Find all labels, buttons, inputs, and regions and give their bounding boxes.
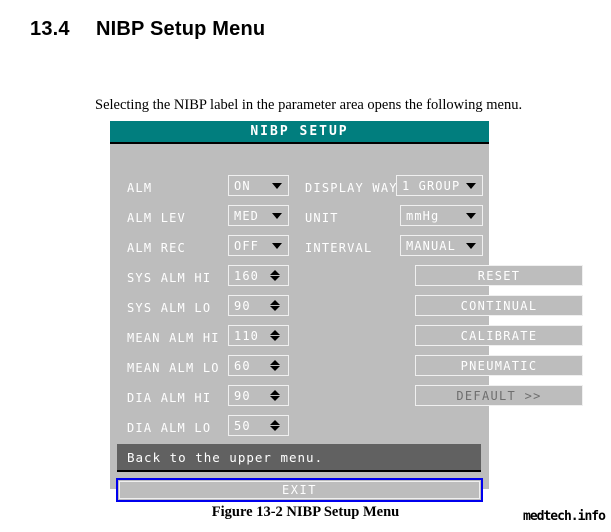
label-alm-lev: ALM LEV — [127, 211, 186, 225]
label-mean-alm-hi: MEAN ALM HI — [127, 331, 220, 345]
label-dia-alm-lo: DIA ALM LO — [127, 421, 212, 435]
exit-button-focus-ring: EXIT — [116, 478, 483, 502]
label-display-way: DISPLAY WAY — [305, 181, 398, 195]
alm-rec-value: OFF — [234, 238, 259, 253]
sys-alm-lo-stepper[interactable]: 90 — [228, 295, 289, 316]
up-down-arrows-icon[interactable] — [268, 420, 282, 431]
alm-value: ON — [234, 178, 251, 193]
label-interval: INTERVAL — [305, 241, 373, 255]
chevron-down-icon — [272, 242, 282, 249]
nibp-setup-dialog: NIBP SETUP ALM ALM LEV ALM REC SYS ALM H… — [110, 121, 583, 502]
dia-alm-lo-stepper[interactable]: 50 — [228, 415, 289, 436]
sys-alm-lo-value: 90 — [234, 298, 251, 313]
label-unit: UNIT — [305, 211, 339, 225]
dia-alm-hi-stepper[interactable]: 90 — [228, 385, 289, 406]
label-mean-alm-lo: MEAN ALM LO — [127, 361, 220, 375]
interval-dropdown[interactable]: MANUAL — [400, 235, 483, 256]
calibrate-button[interactable]: CALIBRATE — [415, 325, 583, 346]
dia-alm-hi-value: 90 — [234, 388, 251, 403]
dialog-title-text: NIBP SETUP — [250, 124, 349, 139]
alm-dropdown[interactable]: ON — [228, 175, 289, 196]
alm-lev-value: MED — [234, 208, 259, 223]
label-sys-alm-lo: SYS ALM LO — [127, 301, 212, 315]
intro-paragraph: Selecting the NIBP label in the paramete… — [95, 97, 523, 113]
sys-alm-hi-value: 160 — [234, 268, 259, 283]
section-number: 13.4 — [30, 18, 70, 40]
display-way-value: 1 GROUP — [402, 178, 461, 193]
interval-value: MANUAL — [406, 238, 456, 253]
dia-alm-lo-value: 50 — [234, 418, 251, 433]
mean-alm-hi-stepper[interactable]: 110 — [228, 325, 289, 346]
exit-button[interactable]: EXIT — [119, 481, 480, 499]
up-down-arrows-icon[interactable] — [268, 300, 282, 311]
continual-button[interactable]: CONTINUAL — [415, 295, 583, 316]
label-sys-alm-hi: SYS ALM HI — [127, 271, 212, 285]
unit-value: mmHg — [406, 208, 440, 223]
display-way-dropdown[interactable]: 1 GROUP — [396, 175, 483, 196]
label-dia-alm-hi: DIA ALM HI — [127, 391, 212, 405]
label-alm: ALM — [127, 181, 153, 195]
section-title: NIBP Setup Menu — [96, 18, 266, 40]
dialog-title-bar: NIBP SETUP — [110, 121, 489, 144]
chevron-down-icon — [466, 242, 476, 249]
reset-button[interactable]: RESET — [415, 265, 583, 286]
sys-alm-hi-stepper[interactable]: 160 — [228, 265, 289, 286]
chevron-down-icon — [272, 212, 282, 219]
mean-alm-lo-stepper[interactable]: 60 — [228, 355, 289, 376]
figure-caption: Figure 13-2 NIBP Setup Menu — [211, 504, 400, 520]
chevron-down-icon — [272, 182, 282, 189]
up-down-arrows-icon[interactable] — [268, 270, 282, 281]
up-down-arrows-icon[interactable] — [268, 330, 282, 341]
mean-alm-hi-value: 110 — [234, 328, 259, 343]
alm-rec-dropdown[interactable]: OFF — [228, 235, 289, 256]
alm-lev-dropdown[interactable]: MED — [228, 205, 289, 226]
help-bar: Back to the upper menu. — [117, 444, 481, 472]
chevron-down-icon — [466, 182, 476, 189]
default-button[interactable]: DEFAULT >> — [415, 385, 583, 406]
unit-dropdown[interactable]: mmHg — [400, 205, 483, 226]
page-title: 13.4 NIBP Setup Menu — [30, 18, 265, 41]
chevron-down-icon — [466, 212, 476, 219]
up-down-arrows-icon[interactable] — [268, 390, 282, 401]
mean-alm-lo-value: 60 — [234, 358, 251, 373]
pneumatic-button[interactable]: PNEUMATIC — [415, 355, 583, 376]
label-alm-rec: ALM REC — [127, 241, 186, 255]
up-down-arrows-icon[interactable] — [268, 360, 282, 371]
watermark: medtech.info — [523, 509, 606, 524]
dialog-body: ALM ALM LEV ALM REC SYS ALM HI SYS ALM L… — [110, 144, 583, 502]
